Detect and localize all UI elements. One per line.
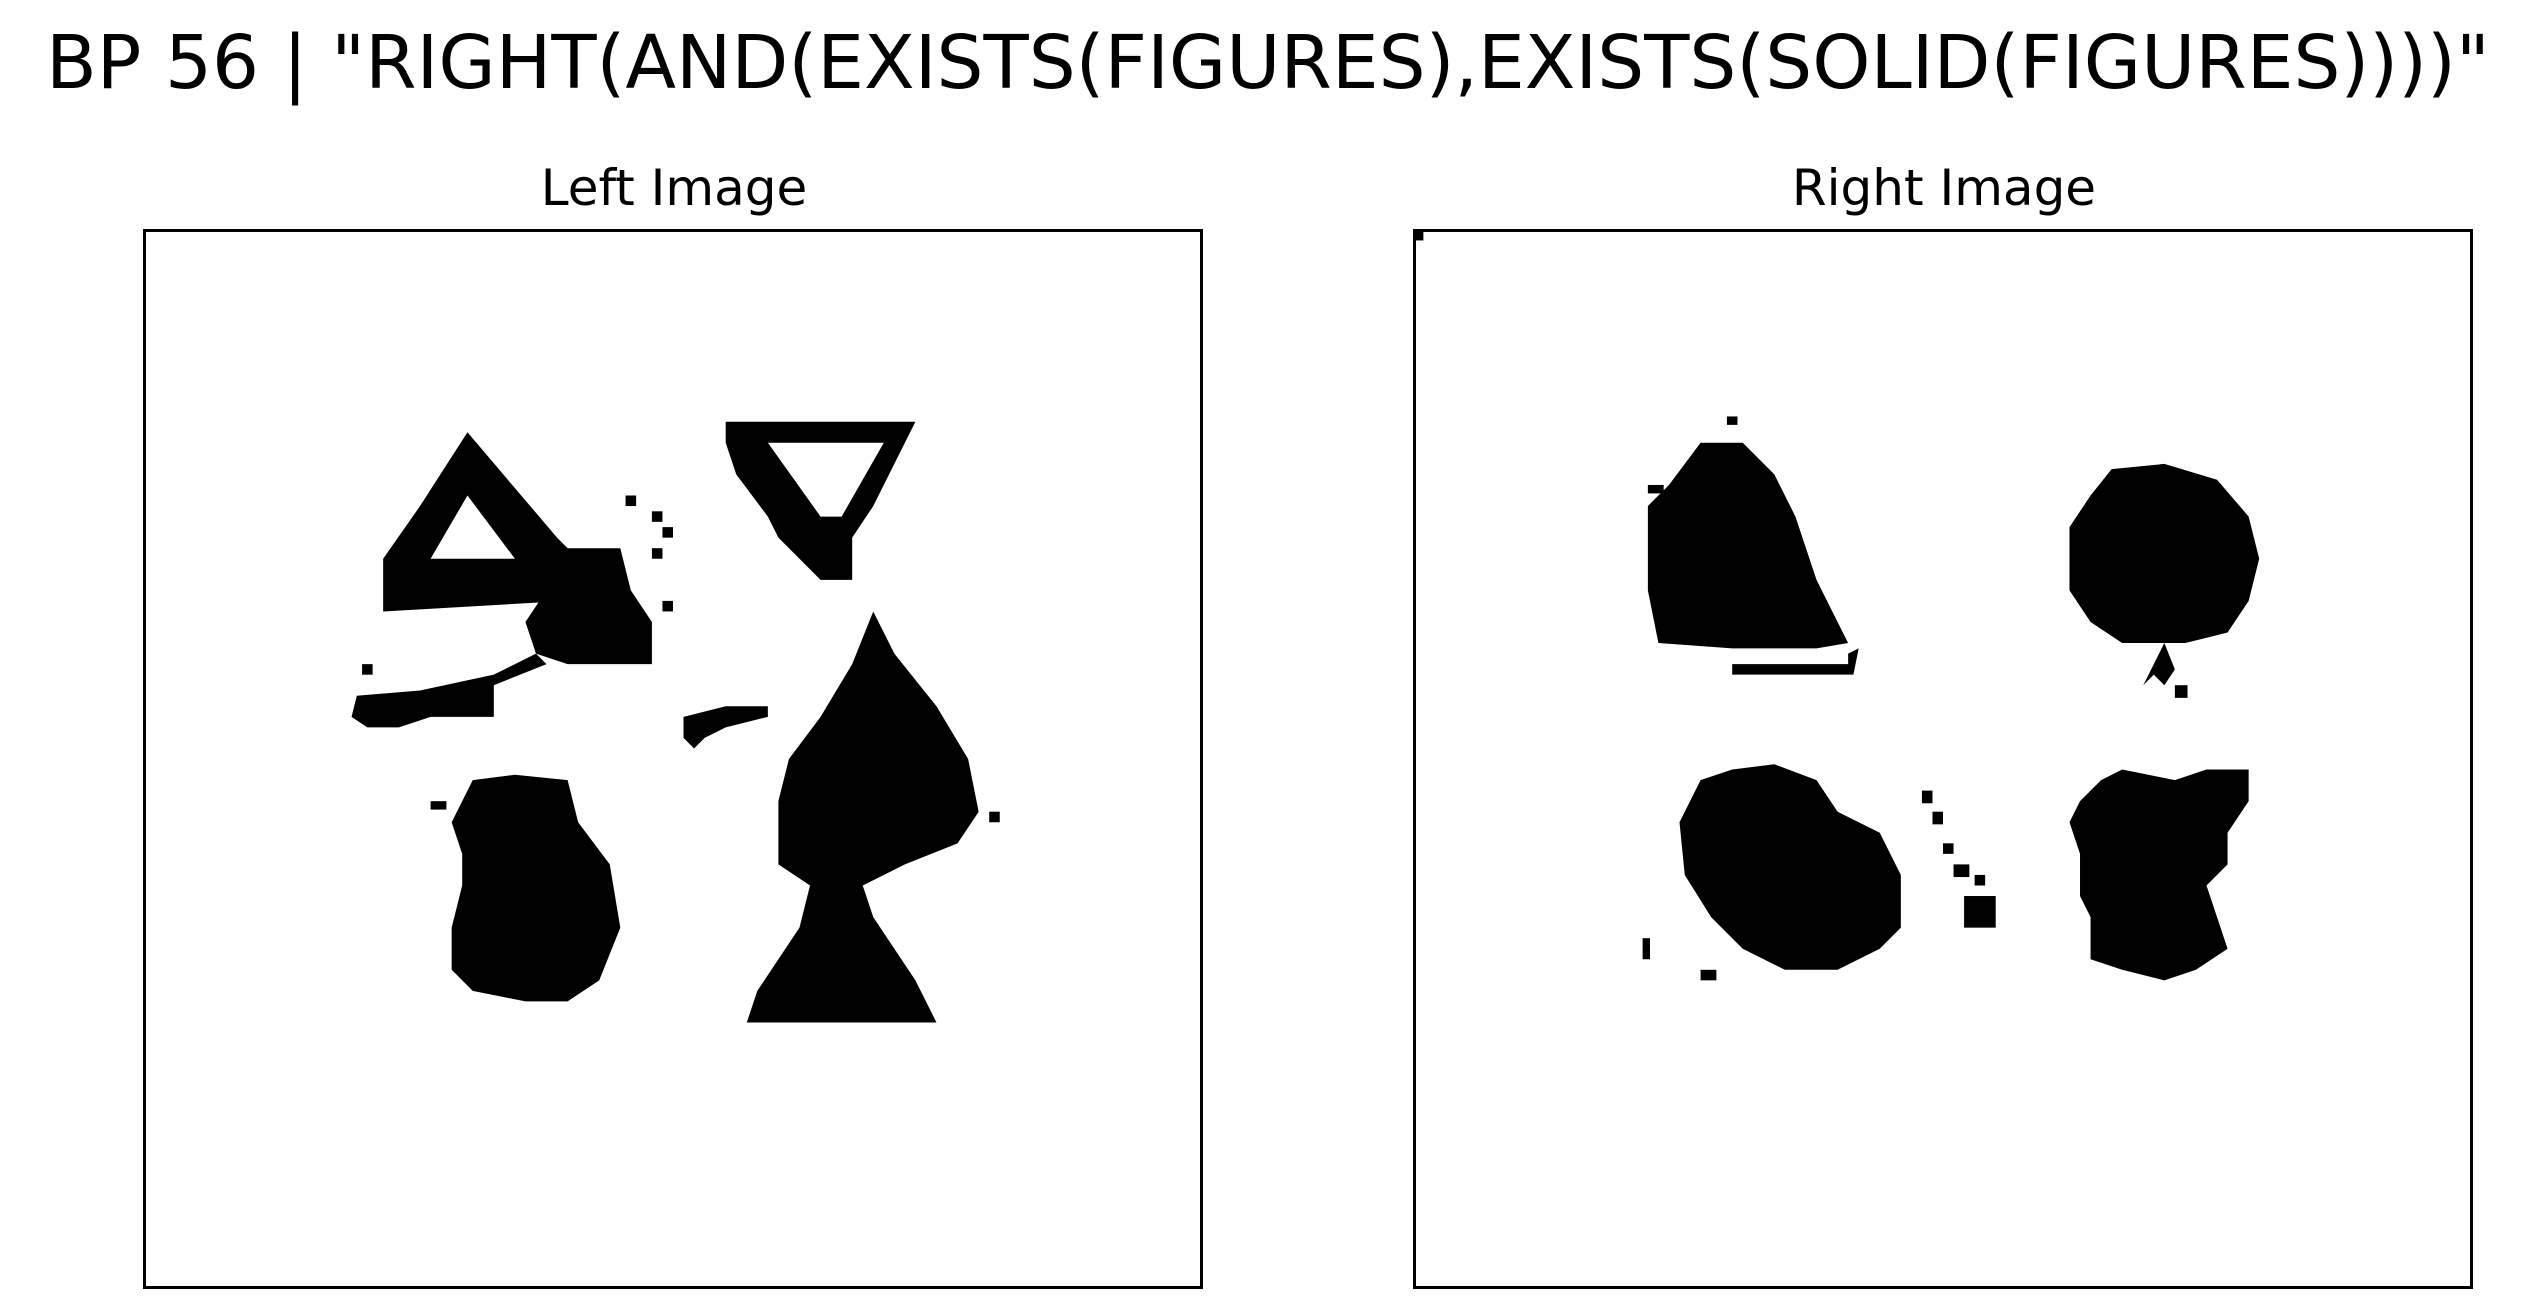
left-noise-specks	[362, 495, 1000, 823]
left-noise-dash	[683, 706, 768, 749]
right-image-panel	[1413, 229, 2473, 1289]
right-solid-irregular	[2069, 769, 2249, 981]
right-image-canvas	[1416, 232, 2260, 981]
left-outline-inverted-triangle	[725, 421, 916, 580]
right-solid-oval	[1679, 764, 1901, 970]
left-solid-blob	[451, 774, 621, 1002]
left-image-panel	[143, 229, 1203, 1289]
left-outline-triangle	[383, 432, 579, 612]
right-circle-tail	[2143, 643, 2175, 686]
left-noise-streak-a	[351, 653, 547, 728]
right-triangle-baseline	[1732, 648, 1859, 675]
right-solid-circle	[2069, 463, 2260, 644]
right-noise-specks	[1416, 232, 2188, 981]
figure-title: BP 56 | "RIGHT(AND(EXISTS(FIGURES),EXIST…	[46, 20, 2490, 106]
left-solid-spade	[746, 611, 979, 1023]
right-solid-triangle	[1647, 442, 1849, 649]
left-attached-blob	[525, 548, 652, 665]
left-image-canvas	[351, 421, 1000, 1023]
right-panel-title: Right Image	[1791, 159, 2097, 217]
left-panel-title: Left Image	[540, 159, 808, 217]
